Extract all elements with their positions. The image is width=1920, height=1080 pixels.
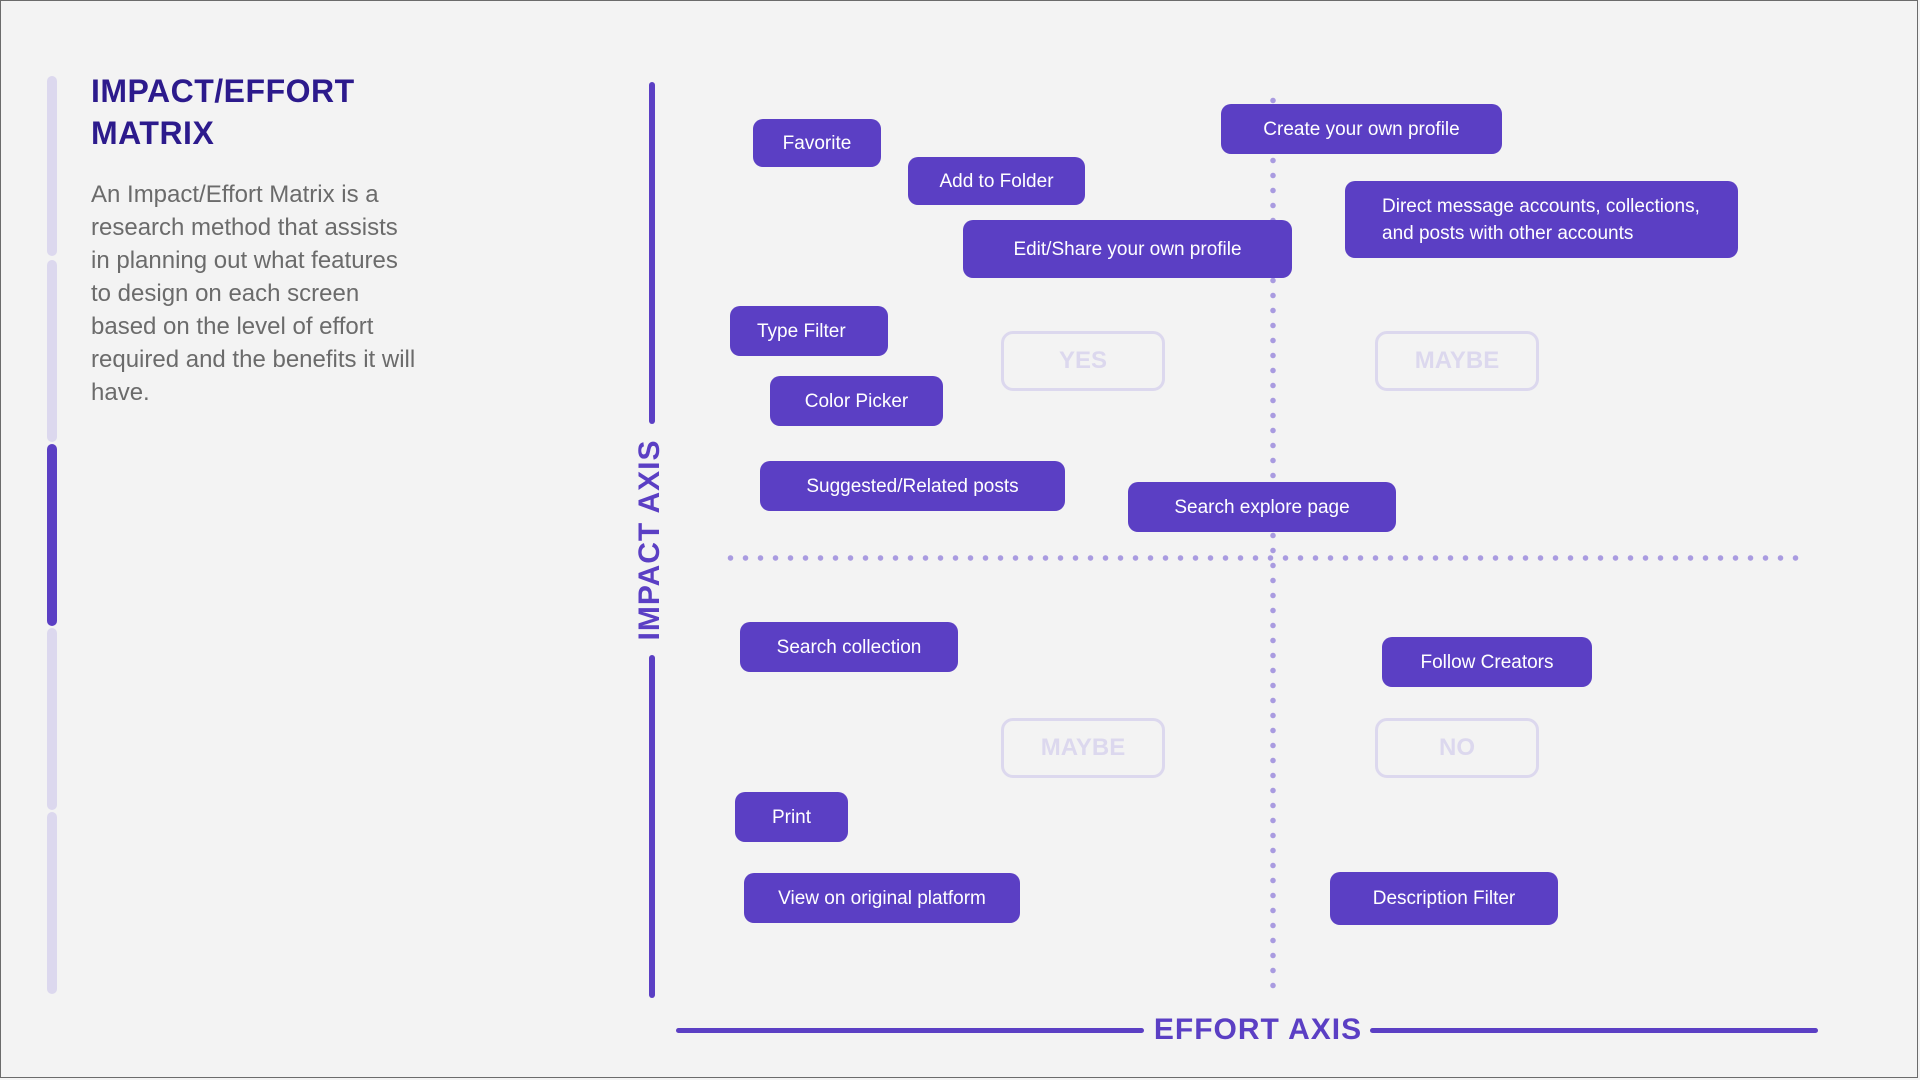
quadrant-maybe-top-label: MAYBE [1375, 331, 1539, 391]
page-description: An Impact/Effort Matrix is a research me… [91, 181, 416, 406]
feature-favorite: Favorite [753, 119, 881, 167]
feature-create-profile: Create your own profile [1221, 104, 1502, 154]
progress-step-2 [47, 260, 57, 442]
quadrant-no-label: NO [1375, 718, 1539, 778]
quadrant-maybe-bottom-label: MAYBE [1001, 718, 1165, 778]
quadrant-yes-label: YES [1001, 331, 1165, 391]
feature-type-filter: Type Filter [730, 306, 888, 356]
progress-step-3 [47, 444, 57, 626]
impact-axis-line-top [649, 82, 655, 424]
effort-axis-label: EFFORT AXIS [1153, 1013, 1363, 1046]
impact-axis-line-bottom [649, 655, 655, 998]
progress-step-4 [47, 628, 57, 810]
feature-search-collection: Search collection [740, 622, 958, 672]
feature-add-to-folder: Add to Folder [908, 157, 1085, 205]
page-title: IMPACT/EFFORT MATRIX [91, 73, 355, 151]
effort-axis-line-right [1370, 1028, 1818, 1033]
feature-view-original: View on original platform [744, 873, 1020, 923]
effort-axis-line-left [676, 1028, 1144, 1033]
feature-direct-message: Direct message accounts, collections, an… [1345, 181, 1738, 258]
progress-step-5 [47, 812, 57, 994]
progress-step-1 [47, 76, 57, 256]
vertical-divider [1270, 93, 1276, 993]
feature-print: Print [735, 792, 848, 842]
feature-follow-creators: Follow Creators [1382, 637, 1592, 687]
horizontal-divider [723, 555, 1803, 561]
feature-description-filter: Description Filter [1330, 872, 1558, 925]
feature-color-picker: Color Picker [770, 376, 943, 426]
feature-edit-share-profile: Edit/Share your own profile [963, 220, 1292, 278]
impact-axis-label: IMPACT AXIS [633, 439, 666, 641]
feature-search-explore: Search explore page [1128, 482, 1396, 532]
feature-suggested-posts: Suggested/Related posts [760, 461, 1065, 511]
